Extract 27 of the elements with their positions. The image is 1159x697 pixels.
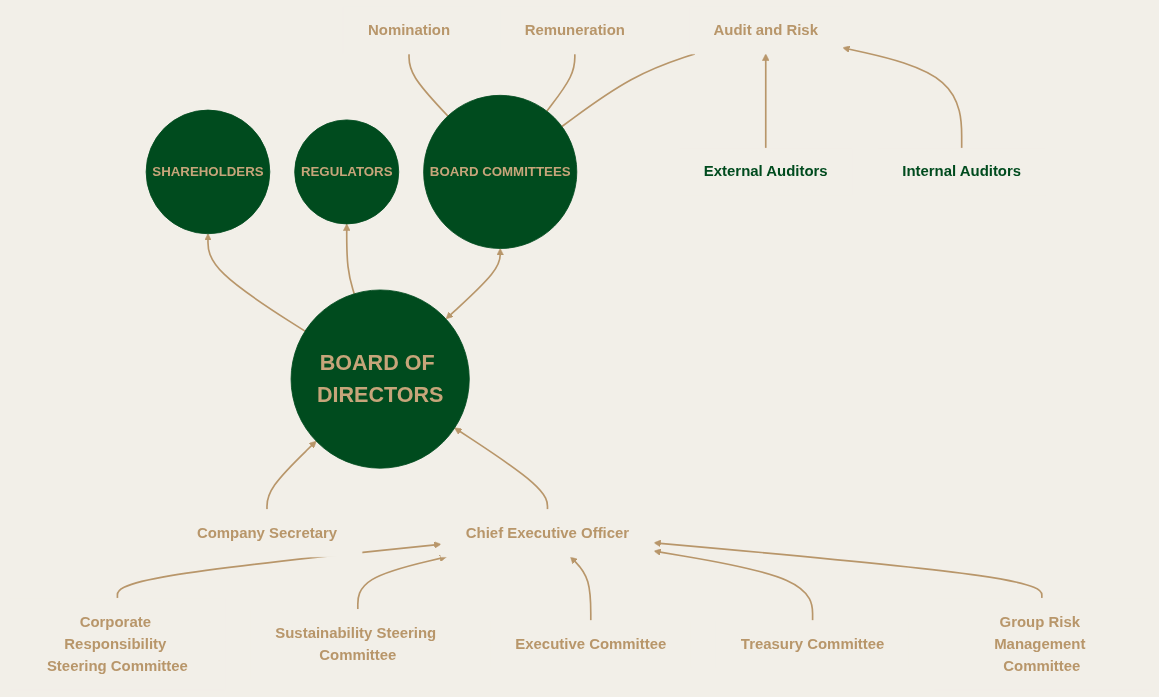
arrow [445, 248, 504, 320]
node-text: Chief Executive Officer [465, 524, 630, 542]
arrow [266, 440, 317, 511]
arrow [454, 427, 549, 511]
node-circle: BOARD OF DIRECTORS [290, 289, 470, 469]
connector [408, 53, 449, 117]
node-text: Treasury Committee [740, 635, 885, 653]
node-text: Remuneration [524, 21, 625, 39]
node-text: Sustainability Steering Committee [275, 624, 437, 664]
arrow [842, 45, 963, 150]
arrow [761, 53, 770, 150]
connector [545, 53, 576, 112]
node-text: Corporate Responsibility Steering Committee [46, 613, 188, 675]
node-text: Group Risk Management Committee [994, 613, 1086, 675]
node-text: Nomination [367, 21, 450, 39]
node-circle: REGULATORS [294, 119, 400, 225]
arrow [204, 233, 306, 332]
node-text: Audit and Risk [713, 21, 818, 39]
node-circle: BOARD COMMITTEES [423, 94, 578, 249]
node-circle: SHAREHOLDERS [145, 109, 271, 235]
arrow [570, 556, 592, 622]
arrow [653, 539, 1043, 600]
arrow [342, 223, 355, 295]
arrow [653, 548, 814, 622]
node-text: External Auditors [703, 163, 828, 180]
node-text: Executive Committee [515, 635, 667, 653]
node-text: Internal Auditors [902, 163, 1021, 180]
